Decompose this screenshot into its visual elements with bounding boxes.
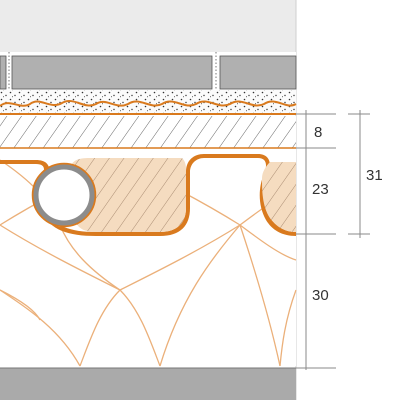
- heating-pipe: [33, 164, 95, 226]
- studded-panel-outline: [0, 154, 296, 236]
- screed-fill-right: [262, 162, 296, 232]
- dimension-area: [296, 0, 400, 400]
- tile: [11, 55, 213, 90]
- dimension-label-insulation: 30: [312, 287, 329, 304]
- dimension-label-total: 31: [366, 167, 383, 184]
- uncoupling-membrane: [0, 100, 297, 107]
- tile: [0, 55, 7, 90]
- pipe-seat: [31, 162, 97, 228]
- tile-adhesive-layer: [0, 90, 296, 114]
- wall-background: [0, 0, 296, 52]
- dimension-label-screed-cover: 8: [314, 124, 322, 141]
- screed-cover-hatch: [0, 116, 296, 148]
- base-slab: [0, 368, 296, 400]
- insulation-pattern: [0, 159, 297, 367]
- screed-fill-between-studs: [70, 158, 186, 232]
- tile-layer: [0, 52, 297, 92]
- dimension-lines: [296, 110, 370, 370]
- dimension-label-panel: 23: [312, 181, 329, 198]
- tile: [219, 55, 297, 90]
